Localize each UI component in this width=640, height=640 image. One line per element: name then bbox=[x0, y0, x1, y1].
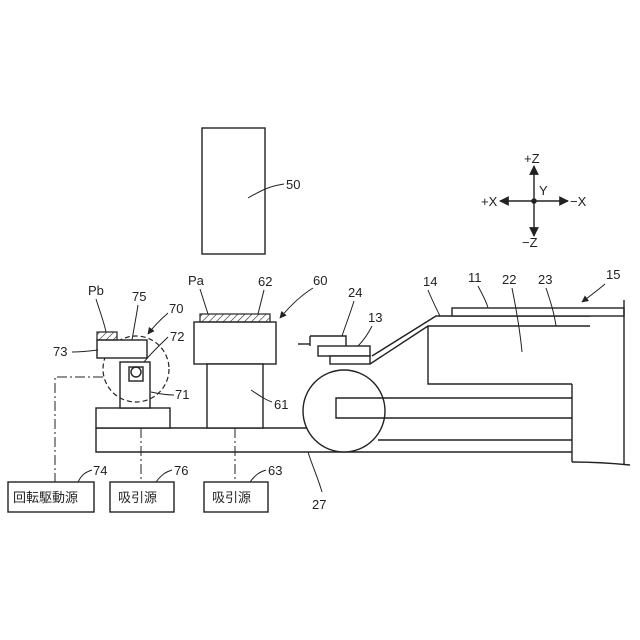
label-61: 61 bbox=[274, 397, 288, 412]
label-75: 75 bbox=[132, 289, 146, 304]
suction-source-76-text: 吸引源 bbox=[118, 491, 157, 506]
label-pa: Pa bbox=[188, 273, 205, 288]
axis-plus-x: +X bbox=[481, 194, 498, 209]
label-23: 23 bbox=[538, 272, 552, 287]
axis-minus-x: −X bbox=[570, 194, 587, 209]
axis-plus-z: +Z bbox=[524, 151, 540, 166]
unit-50: 50 bbox=[202, 128, 300, 254]
label-74: 74 bbox=[93, 463, 107, 478]
label-73: 73 bbox=[53, 344, 67, 359]
label-70: 70 bbox=[169, 301, 183, 316]
label-24: 24 bbox=[348, 285, 362, 300]
label-63: 63 bbox=[268, 463, 282, 478]
label-pb: Pb bbox=[88, 283, 104, 298]
suction-source-76: 吸引源 76 bbox=[110, 463, 188, 512]
label-27: 27 bbox=[312, 497, 326, 512]
suction-source-63-text: 吸引源 bbox=[212, 491, 251, 506]
label-60: 60 bbox=[313, 273, 327, 288]
label-71: 71 bbox=[175, 387, 189, 402]
label-22: 22 bbox=[502, 272, 516, 287]
axis-minus-z: −Z bbox=[522, 235, 538, 250]
label-13: 13 bbox=[368, 310, 382, 325]
label-76: 76 bbox=[174, 463, 188, 478]
label-11: 11 bbox=[468, 270, 482, 285]
axis-y: Y bbox=[539, 183, 548, 198]
suction-source-63: 吸引源 63 bbox=[204, 463, 282, 512]
rotation-drive-source-text: 回転駆動源 bbox=[13, 491, 78, 506]
transfer-arm-13: 24 13 bbox=[298, 285, 382, 364]
label-72: 72 bbox=[170, 329, 184, 344]
label-62: 62 bbox=[258, 274, 272, 289]
chuck-table-60: Pa 62 60 61 bbox=[188, 273, 327, 482]
label-50: 50 bbox=[286, 177, 300, 192]
rotation-drive-source-74: 回転駆動源 74 bbox=[8, 463, 107, 512]
label-14: 14 bbox=[423, 274, 437, 289]
label-15: 15 bbox=[606, 267, 620, 282]
axes-indicator: +Z −Z +X −X Y bbox=[481, 151, 587, 250]
